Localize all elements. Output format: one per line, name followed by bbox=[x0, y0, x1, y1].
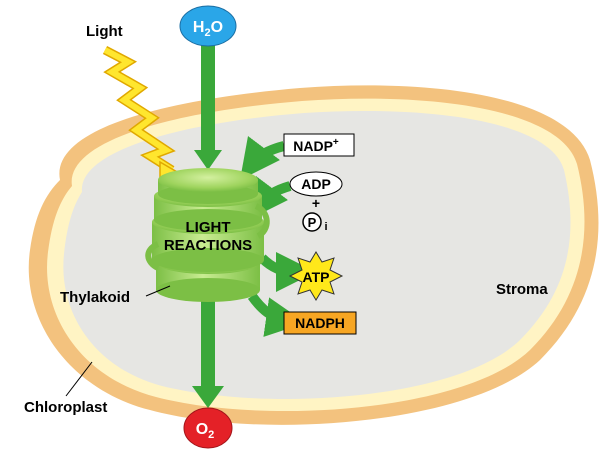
svg-text:H2O: H2O bbox=[193, 19, 223, 39]
phosphate-label: P bbox=[308, 215, 317, 230]
water-sub: 2 bbox=[204, 27, 210, 39]
thylakoid-label: Thylakoid bbox=[60, 289, 130, 306]
svg-text:O2: O2 bbox=[196, 421, 215, 441]
stroma-label: Stroma bbox=[496, 281, 548, 298]
nadph-box: NADPH bbox=[283, 311, 357, 335]
light-label: Light bbox=[86, 23, 123, 40]
atp-output-arrow bbox=[258, 251, 316, 292]
oxygen-main: O bbox=[196, 421, 208, 438]
oxygen-output-arrow bbox=[192, 296, 224, 408]
chloroplast-label: Chloroplast bbox=[24, 399, 107, 416]
nadph-label: NADPH bbox=[295, 315, 345, 331]
nadp-box: NADP+ bbox=[283, 133, 355, 157]
light-reactions-label-line2: REACTIONS bbox=[164, 237, 252, 254]
water-molecule: H2O bbox=[179, 5, 237, 47]
nadp-sup: + bbox=[333, 137, 339, 148]
thylakoid-leader-line bbox=[145, 285, 171, 297]
oxygen-molecule: O2 bbox=[183, 407, 233, 449]
adp-oval: ADP bbox=[289, 171, 343, 197]
phosphate-sub: i bbox=[324, 221, 327, 233]
adp-plus-sign: + bbox=[312, 195, 320, 211]
adp-label: ADP bbox=[301, 176, 331, 192]
nadp-main: NADP bbox=[293, 138, 333, 154]
water-input-arrow bbox=[194, 45, 222, 170]
nadph-output-arrow bbox=[247, 293, 306, 337]
atp-starburst: ATP bbox=[288, 251, 344, 301]
water-tail: O bbox=[211, 19, 223, 36]
water-main: H bbox=[193, 19, 205, 36]
phosphate-icon: P i bbox=[302, 212, 328, 233]
oxygen-sub: 2 bbox=[208, 429, 214, 441]
chloroplast-leader-line bbox=[65, 361, 93, 397]
nadp-input-arrow bbox=[239, 135, 286, 180]
thylakoid-stack bbox=[145, 168, 270, 302]
atp-label: ATP bbox=[303, 269, 330, 285]
svg-text:NADP+: NADP+ bbox=[293, 137, 339, 154]
light-reactions-label-line1: LIGHT bbox=[186, 219, 231, 236]
